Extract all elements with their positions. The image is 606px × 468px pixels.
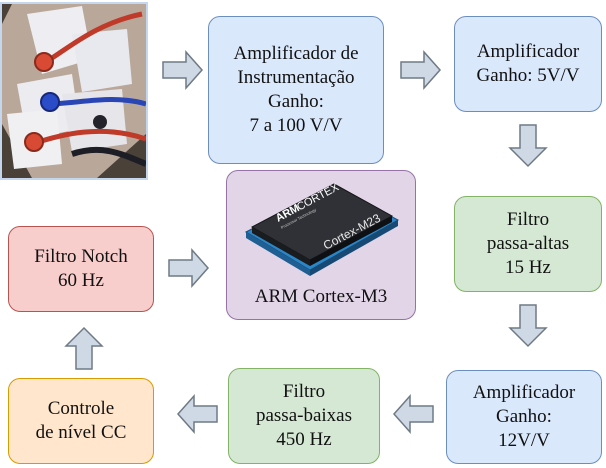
arrow-up-icon bbox=[64, 326, 104, 370]
dc-level-control-label: Controle de nível CC bbox=[35, 398, 127, 443]
notch-filter-label: Filtro Notch 60 Hz bbox=[34, 246, 128, 291]
arrow-right-icon bbox=[400, 50, 442, 90]
amplifier-12vv-label: Amplificador Ganho: 12V/V bbox=[472, 382, 576, 451]
low-pass-filter-block: Filtro passa-baixas 450 Hz bbox=[228, 368, 380, 464]
low-pass-filter-label: Filtro passa-baixas 450 Hz bbox=[255, 381, 353, 450]
high-pass-filter-block: Filtro passa-altas 15 Hz bbox=[454, 196, 602, 292]
dc-level-control-block: Controle de nível CC bbox=[8, 378, 154, 464]
amplifier-5vv-block: Amplificador Ganho: 5V/V bbox=[454, 16, 602, 112]
arm-chip-icon: ARM CORTEX Processor Technology Cortex-M… bbox=[244, 181, 400, 276]
high-pass-filter-label: Filtro passa-altas 15 Hz bbox=[486, 209, 570, 278]
notch-filter-block: Filtro Notch 60 Hz bbox=[8, 226, 154, 312]
arrow-down-icon bbox=[508, 124, 548, 168]
arrow-down-icon bbox=[508, 304, 548, 348]
amplifier-12vv-block: Amplificador Ganho: 12V/V bbox=[446, 370, 602, 464]
instrumentation-amplifier-label: Amplificador de Instrumentação Ganho: 7 … bbox=[233, 43, 359, 136]
arrow-right-icon bbox=[162, 50, 204, 90]
ecg-electrodes-photo bbox=[0, 2, 148, 180]
arm-chip-illustration: ARM CORTEX Processor Technology Cortex-M… bbox=[226, 170, 416, 320]
microcontroller-label: ARM Cortex-M3 bbox=[254, 286, 388, 307]
amplifier-5vv-label: Amplificador Ganho: 5V/V bbox=[476, 41, 580, 86]
arrow-right-icon bbox=[168, 248, 210, 288]
instrumentation-amplifier-block: Amplificador de Instrumentação Ganho: 7 … bbox=[208, 16, 384, 164]
arrow-left-icon bbox=[176, 394, 218, 434]
arrow-left-icon bbox=[392, 394, 434, 434]
